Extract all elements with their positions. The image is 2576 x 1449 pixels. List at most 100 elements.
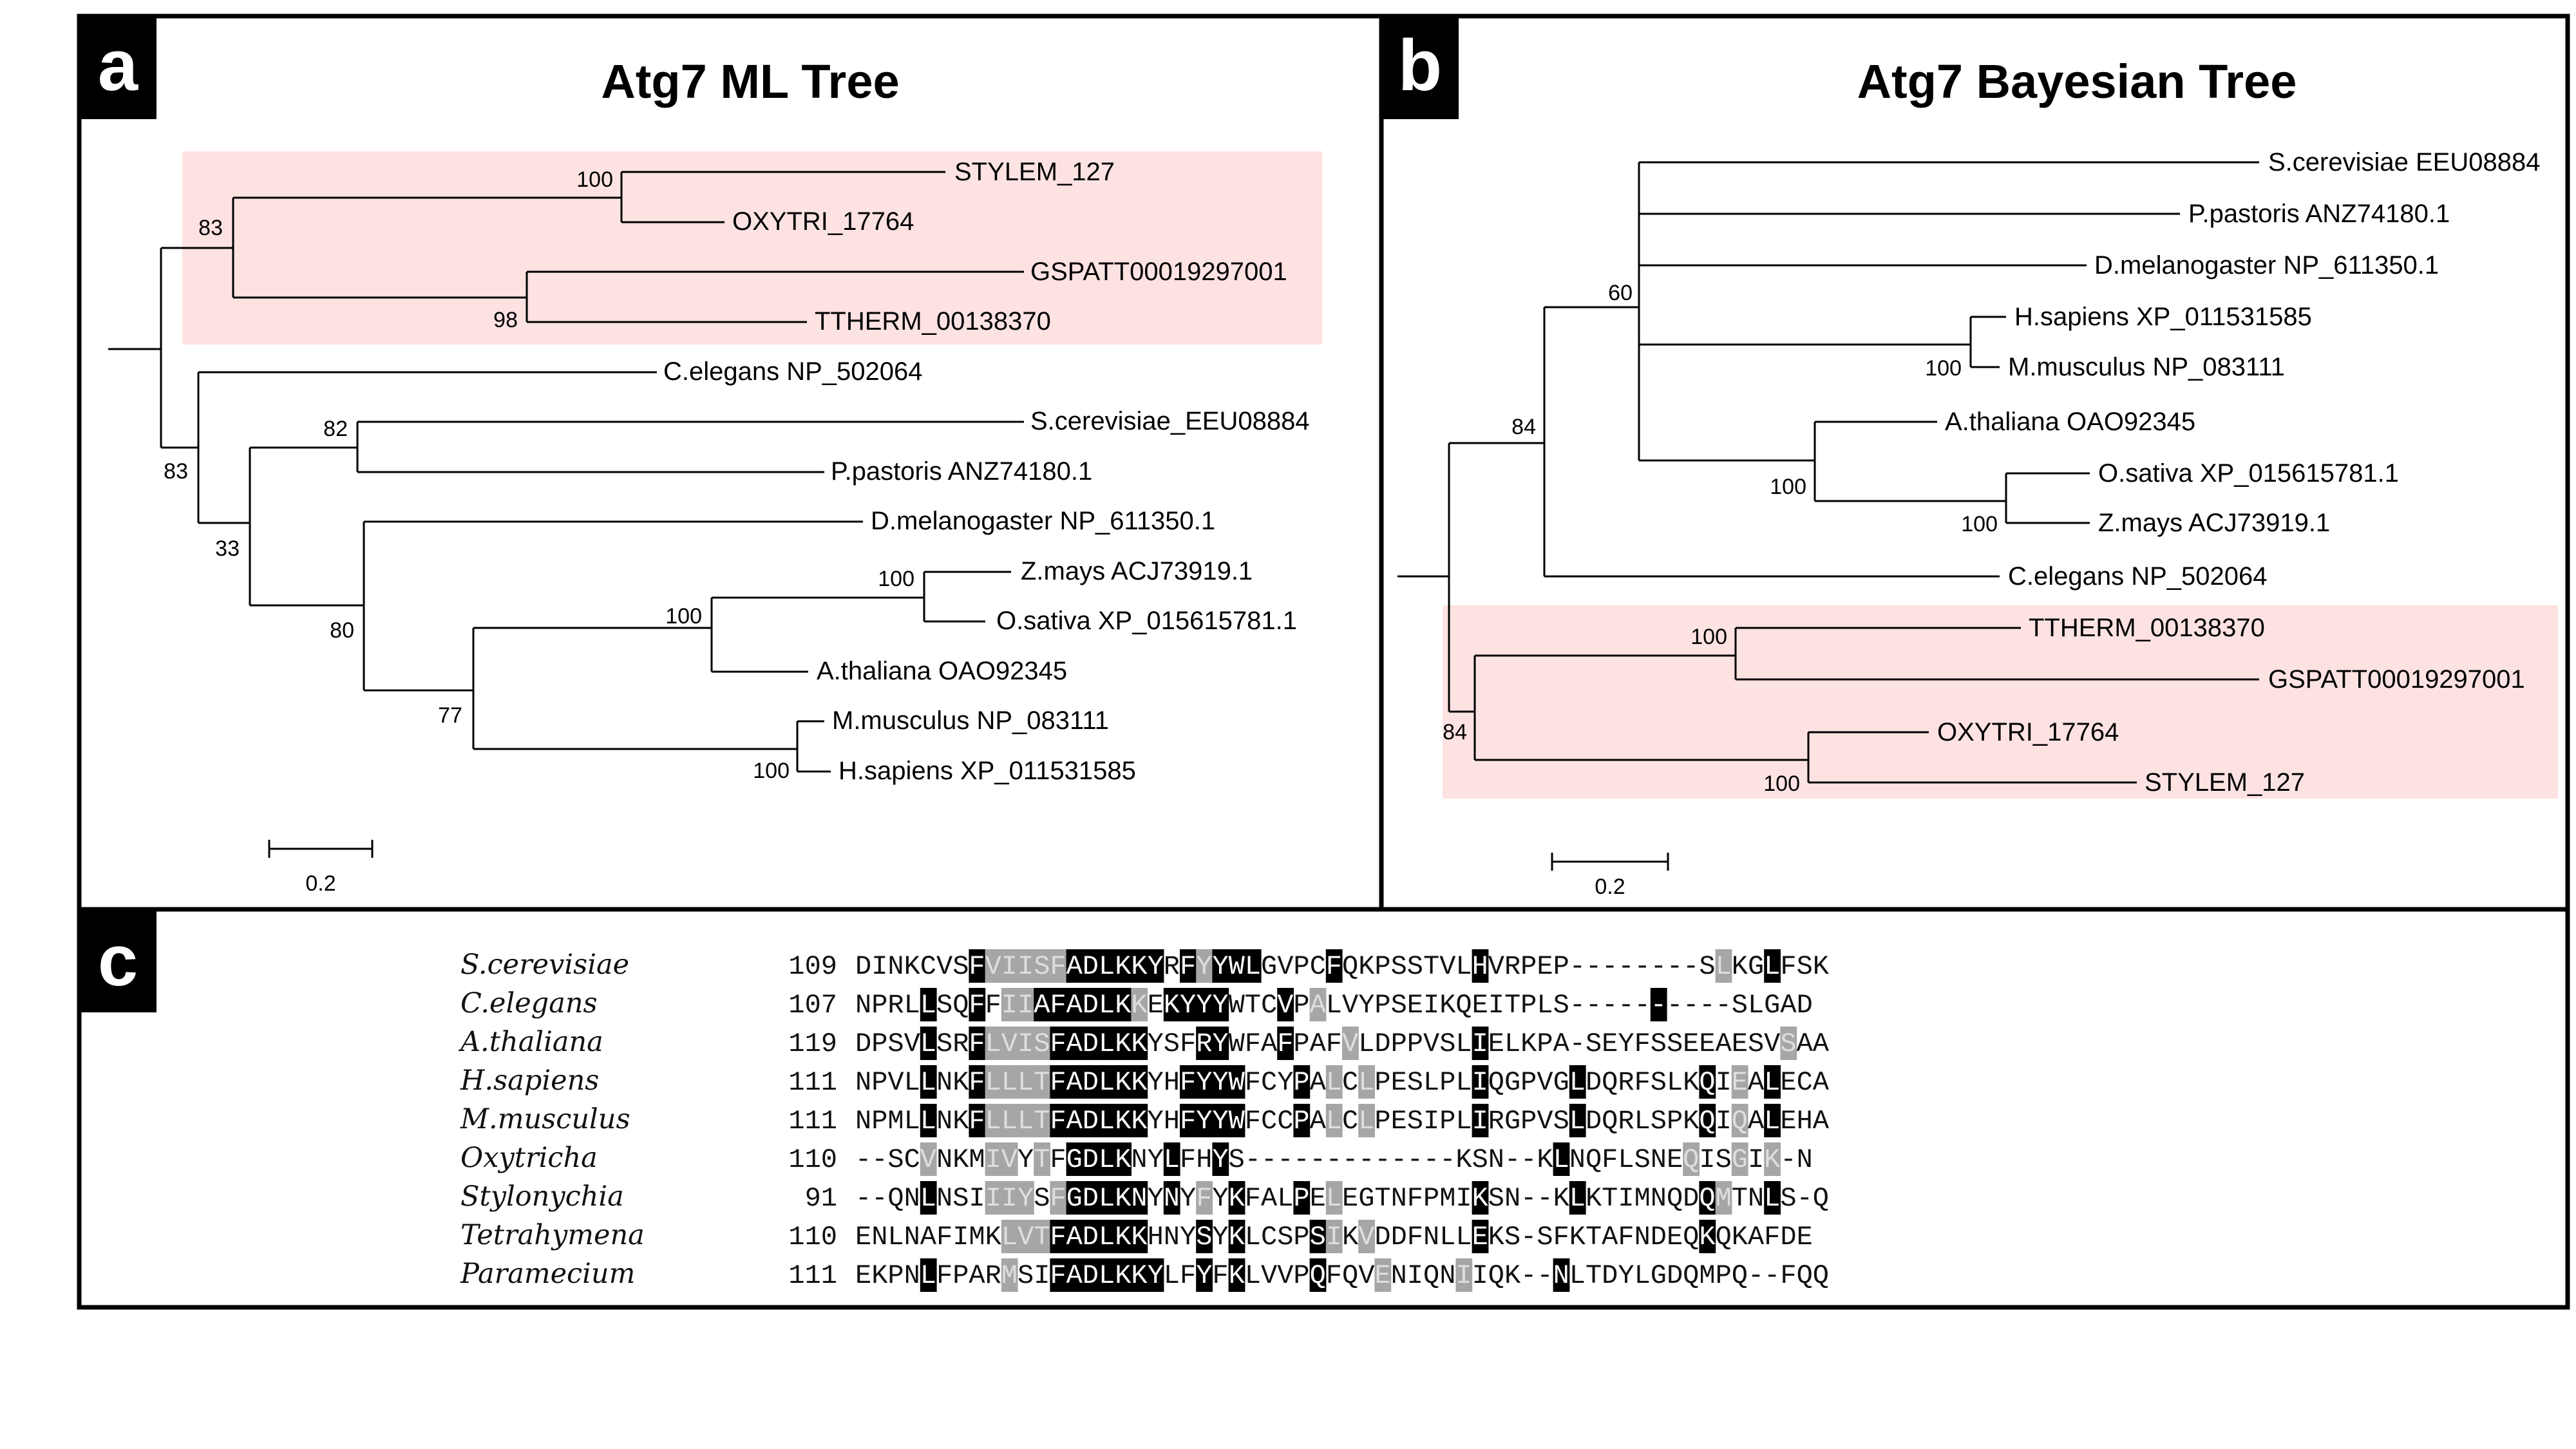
- leaf-zmays: Z.mays ACJ73919.1: [1021, 557, 1253, 585]
- similar-residue-shade: [1358, 1104, 1375, 1137]
- identical-residue-shade: [1082, 1142, 1099, 1176]
- alignment-sequence: DPSVLSRFLVISFADLKKYSFRYWFAFPAFVLDPPVSLIE…: [855, 1028, 1830, 1059]
- similar-residue-shade: [1034, 1065, 1050, 1099]
- similar-residue-shade: [1018, 1104, 1034, 1137]
- alignment-species: C.elegans: [460, 987, 598, 1019]
- identical-residue-shade: [1553, 1258, 1570, 1292]
- identical-residue-shade: [1764, 1181, 1781, 1215]
- support-value: 83: [198, 216, 223, 240]
- identical-residue-shade: [1212, 988, 1229, 1021]
- ciliate-clade-highlight-a: [182, 151, 1322, 345]
- identical-residue-shade: [920, 1027, 937, 1060]
- similar-residue-shade: [1731, 1142, 1748, 1176]
- leaf-ppast: P.pastoris ANZ74180.1: [831, 457, 1092, 486]
- support-value: 100: [753, 759, 790, 783]
- identical-residue-shade: [1050, 1220, 1067, 1253]
- identical-residue-shade: [1472, 949, 1489, 983]
- scale-bar-b-label: 0.2: [1595, 875, 1625, 899]
- identical-residue-shade: [1196, 1027, 1213, 1060]
- panel-c-label: c: [98, 920, 138, 1001]
- leaf-hsap: H.sapiens XP_011531585: [2014, 303, 2312, 331]
- identical-residue-shade: [1050, 1027, 1067, 1060]
- identical-residue-shade: [1082, 949, 1099, 983]
- identical-residue-shade: [1699, 1220, 1716, 1253]
- leaf-hsap: H.sapiens XP_011531585: [838, 757, 1136, 785]
- leaf-zmays: Z.mays ACJ73919.1: [2098, 509, 2330, 537]
- ciliate-clade-highlight-b: [1443, 605, 2558, 799]
- alignment-position: 110: [788, 1144, 837, 1175]
- identical-residue-shade: [1277, 988, 1294, 1021]
- identical-residue-shade: [1180, 1065, 1197, 1099]
- leaf-mmus: M.musculus NP_083111: [2008, 353, 2285, 381]
- similar-residue-shade: [1050, 949, 1067, 983]
- identical-residue-shade: [1115, 1142, 1132, 1176]
- leaf-osat: O.sativa XP_015615781.1: [996, 607, 1297, 635]
- identical-residue-shade: [1066, 1027, 1083, 1060]
- identical-residue-shade: [1099, 1065, 1115, 1099]
- identical-residue-shade: [1472, 1065, 1489, 1099]
- similar-residue-shade: [1034, 1142, 1050, 1176]
- alignment-species: A.thaliana: [458, 1026, 603, 1058]
- identical-residue-shade: [1050, 1104, 1067, 1137]
- support-value: 84: [1511, 415, 1536, 439]
- alignment-sequence: ENLNAFIMKLVTFADLKKHNYSYKLCSPSIKVDDFNLLEK…: [855, 1222, 1813, 1253]
- identical-residue-shade: [969, 1027, 986, 1060]
- identical-residue-shade: [1066, 988, 1083, 1021]
- leaf-scerev: S.cerevisiae EEU08884: [2268, 148, 2540, 176]
- identical-residue-shade: [920, 988, 937, 1021]
- leaf-celegans: C.elegans NP_502064: [663, 357, 923, 386]
- identical-residue-shade: [1228, 1181, 1245, 1215]
- similar-residue-shade: [1018, 1027, 1034, 1060]
- similar-residue-shade: [985, 1104, 1002, 1137]
- identical-residue-shade: [1082, 1027, 1099, 1060]
- identical-residue-shade: [1699, 1065, 1716, 1099]
- support-value: 33: [215, 536, 240, 561]
- alignment-sequence: DINKCVSFVIISFADLKKYRFYYWLGVPCFQKPSSTVLHV…: [855, 951, 1830, 982]
- similar-residue-shade: [1018, 1220, 1034, 1253]
- panel-a-badge: [79, 16, 156, 119]
- identical-residue-shade: [1228, 1104, 1245, 1137]
- leaf-ttherm: TTHERM_00138370: [2029, 614, 2265, 642]
- support-value: 98: [493, 308, 518, 332]
- identical-residue-shade: [1147, 1258, 1164, 1292]
- identical-residue-shade: [1553, 1142, 1570, 1176]
- similar-residue-shade: [1001, 1065, 1018, 1099]
- identical-residue-shade: [1472, 1104, 1489, 1137]
- leaf-stylem: STYLEM_127: [2145, 768, 2305, 797]
- identical-residue-shade: [1764, 1104, 1781, 1137]
- support-value: 100: [1961, 512, 1998, 536]
- identical-residue-shade: [1099, 988, 1115, 1021]
- identical-residue-shade: [1082, 1258, 1099, 1292]
- support-value: 100: [878, 567, 914, 591]
- support-value: 100: [1925, 356, 1962, 381]
- alignment-species: Oxytricha: [460, 1142, 598, 1174]
- panel-a: a Atg7 ML Tree: [77, 14, 1384, 912]
- alignment-position: 119: [788, 1028, 837, 1059]
- similar-residue-shade: [1034, 1027, 1050, 1060]
- identical-residue-shade: [1699, 1104, 1716, 1137]
- leaf-oxytri: OXYTRI_17764: [732, 207, 914, 236]
- scale-bar-a-label: 0.2: [305, 871, 336, 896]
- identical-residue-shade: [1228, 1258, 1245, 1292]
- alignment-species: H.sapiens: [460, 1065, 599, 1097]
- identical-residue-shade: [1277, 1027, 1294, 1060]
- similar-residue-shade: [1001, 1104, 1018, 1137]
- similar-residue-shade: [1358, 1220, 1375, 1253]
- alignment-position: 107: [788, 990, 837, 1021]
- identical-residue-shade: [1131, 1220, 1148, 1253]
- support-value: 84: [1443, 720, 1467, 744]
- support-value: 77: [438, 703, 462, 728]
- support-value: 100: [1770, 475, 1806, 499]
- identical-residue-shade: [1115, 1258, 1132, 1292]
- identical-residue-shade: [1131, 1065, 1148, 1099]
- identical-residue-shade: [1099, 949, 1115, 983]
- identical-residue-shade: [1115, 1065, 1132, 1099]
- alignment-species: Tetrahymena: [460, 1219, 645, 1251]
- identical-residue-shade: [920, 1181, 937, 1215]
- identical-residue-shade: [1115, 1181, 1132, 1215]
- identical-residue-shade: [1699, 1181, 1716, 1215]
- identical-residue-shade: [1196, 1220, 1213, 1253]
- identical-residue-shade: [1082, 1104, 1099, 1137]
